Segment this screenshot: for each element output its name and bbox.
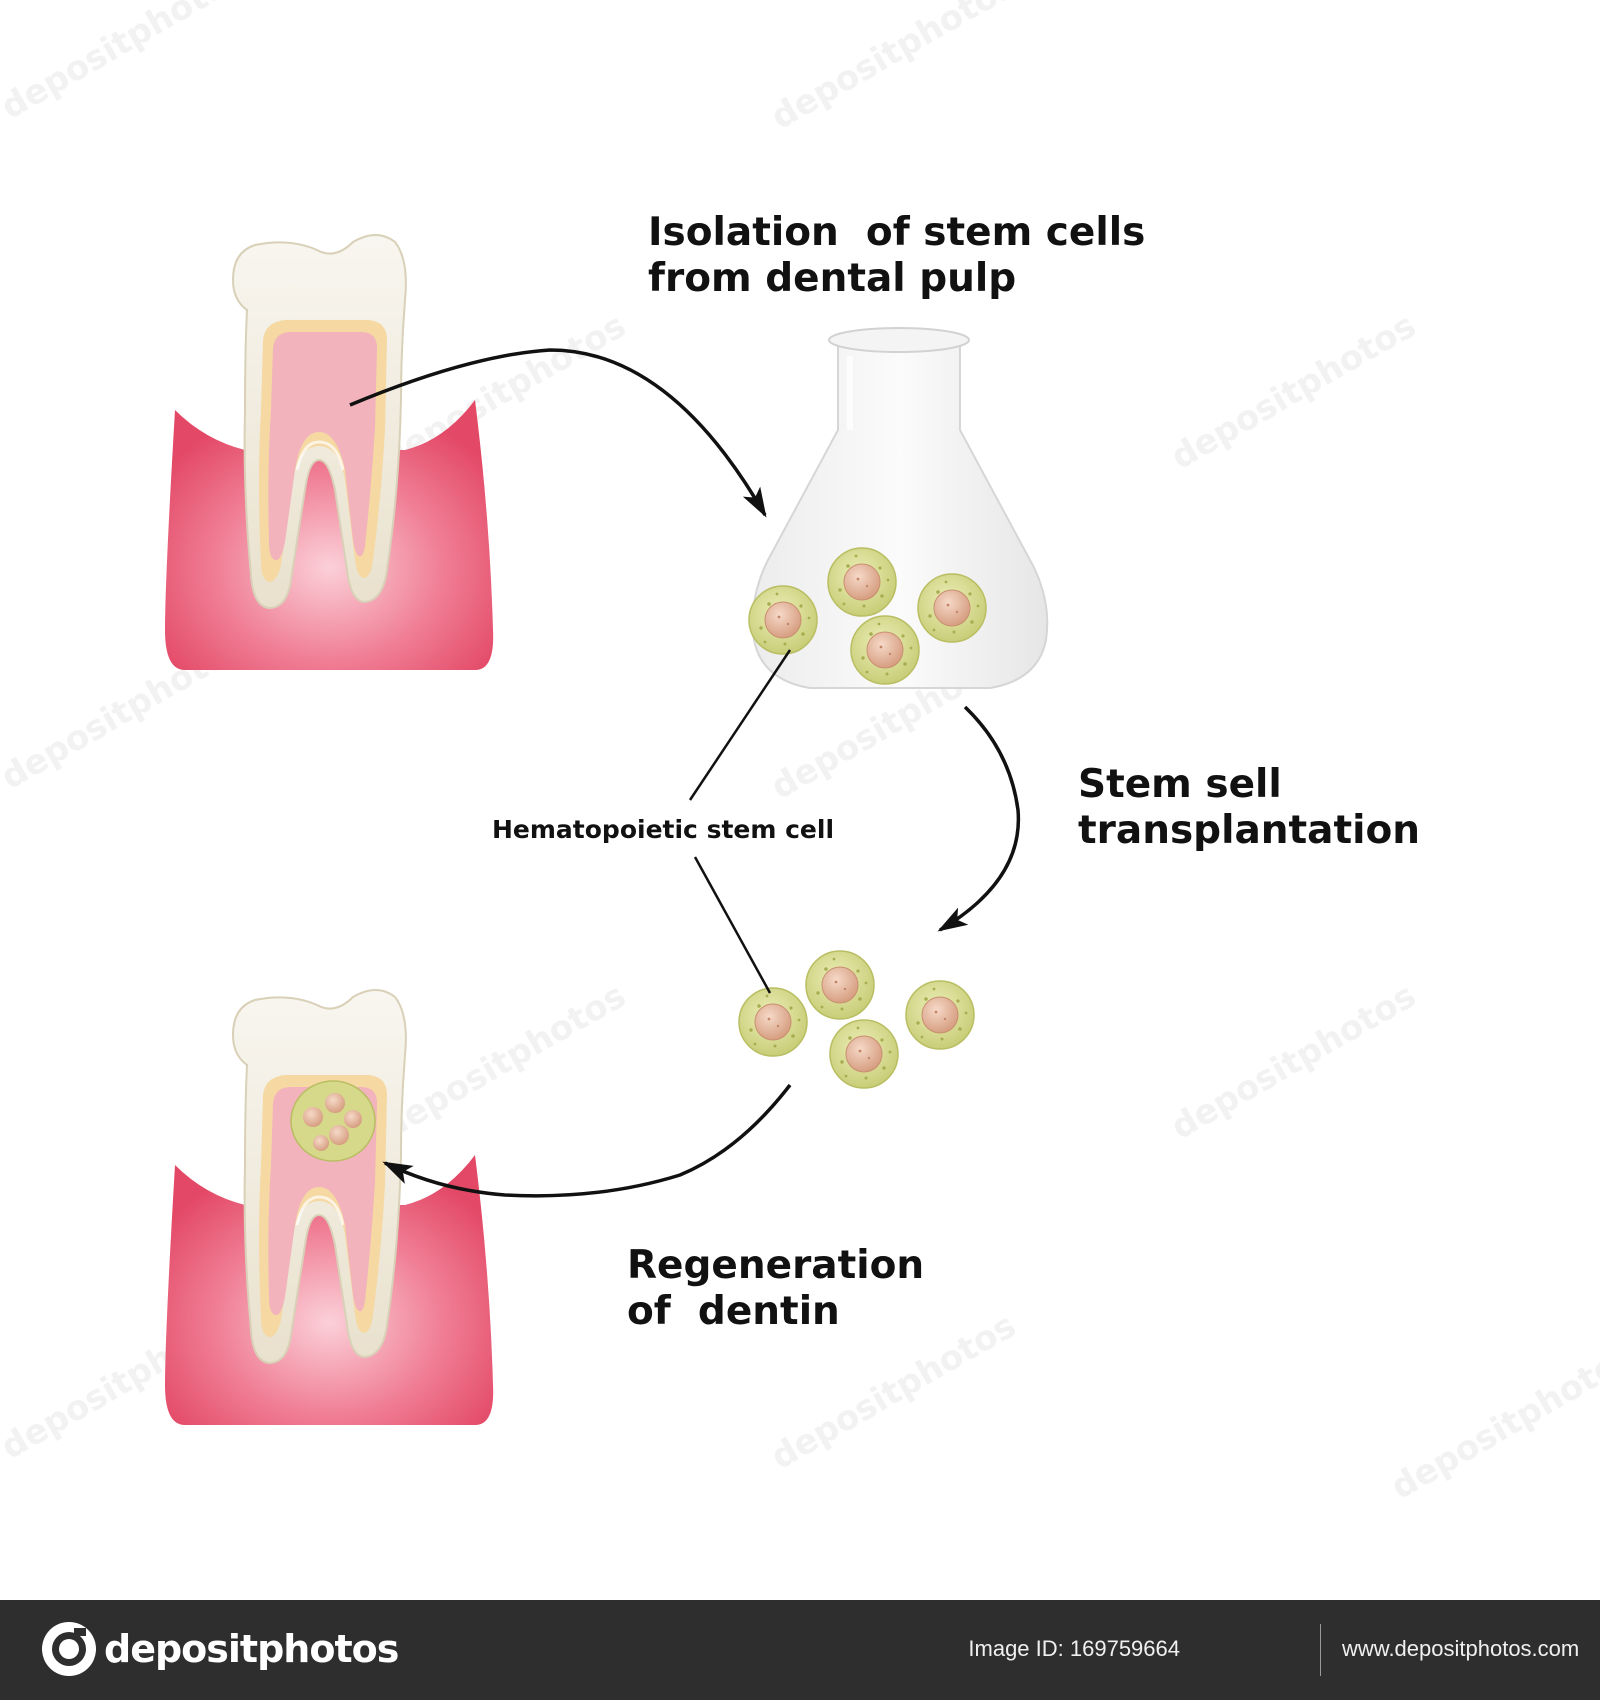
label-transplantation: Stem sell transplantation — [1078, 762, 1420, 854]
camera-logo-icon — [42, 1622, 96, 1676]
healthy-tooth-icon — [163, 233, 495, 672]
stem-cell-icon — [748, 585, 818, 655]
stem-cell-icon — [805, 950, 875, 1020]
watermark-text: depositphotos — [0, 0, 253, 128]
stem-cell-icon — [850, 615, 920, 685]
label-transplantation-line2: transplantation — [1078, 808, 1421, 853]
arrow-icon — [382, 1083, 792, 1198]
image-id-text: Image ID: 169759664 — [968, 1636, 1180, 1661]
footer-bar: depositphotos Image ID: 169759664 www.de… — [0, 1600, 1600, 1700]
label-isolation-line1: Isolation of stem cells — [648, 210, 1146, 255]
stem-cell-icon — [905, 980, 975, 1050]
regenerated-tooth-icon — [163, 988, 495, 1427]
label-isolation: Isolation of stem cells from dental pulp — [648, 210, 1145, 302]
watermark-text: depositphotos — [1165, 306, 1423, 478]
transplanted-cells — [738, 950, 975, 1089]
footer-divider — [1320, 1624, 1321, 1676]
diagram-canvas: depositphotos depositphotos depositphoto… — [0, 0, 1600, 1508]
leader-line — [688, 649, 792, 801]
pulp-cell-cluster — [290, 1080, 376, 1162]
watermark-text: depositphotos — [1385, 1336, 1600, 1508]
stem-cell-icon — [738, 987, 808, 1057]
watermark-text: depositphotos — [375, 976, 633, 1148]
watermark-text: depositphotos — [1165, 976, 1423, 1148]
label-regeneration: Regeneration of dentin — [627, 1243, 924, 1335]
label-regeneration-line1: Regeneration — [627, 1243, 925, 1288]
watermark-text: depositphotos — [765, 0, 1023, 138]
stem-cell-icon — [829, 1019, 899, 1089]
site-link[interactable]: www.depositphotos.com — [1342, 1636, 1580, 1661]
stem-cell-icon — [827, 547, 897, 617]
label-transplantation-line1: Stem sell — [1078, 762, 1282, 807]
arrow-icon — [937, 705, 1021, 932]
label-hematopoietic: Hematopoietic stem cell — [492, 815, 835, 844]
stem-cell-icon — [917, 573, 987, 643]
leader-line — [693, 856, 772, 994]
depositphotos-logo[interactable]: depositphotos — [40, 1620, 399, 1678]
arrow-icon — [349, 348, 767, 518]
logo-text: depositphotos — [104, 1627, 399, 1671]
label-isolation-line2: from dental pulp — [648, 256, 1017, 301]
label-regeneration-line2: of dentin — [627, 1289, 840, 1334]
